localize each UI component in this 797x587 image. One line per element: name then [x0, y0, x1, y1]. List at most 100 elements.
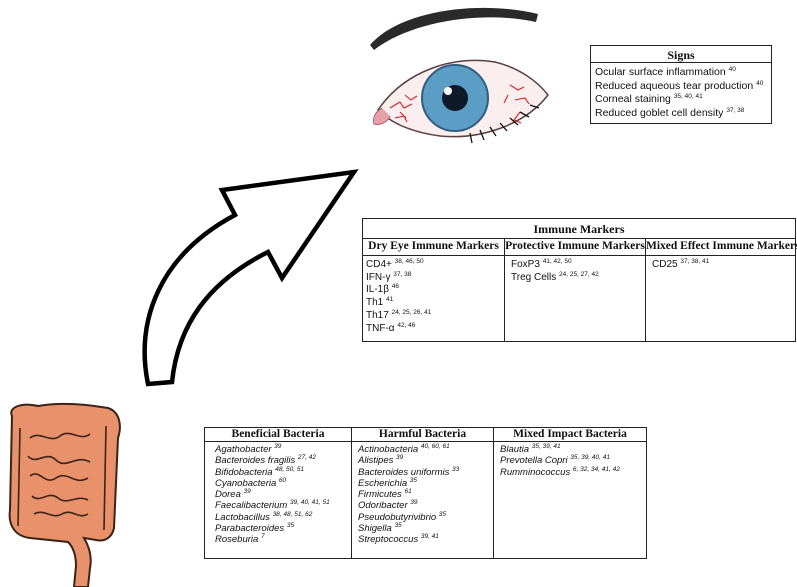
list-item: Prevotella Copri 35, 39, 40, 41 [500, 455, 646, 467]
item-label: Actinobacteria [358, 444, 419, 455]
item-label: FoxP3 [511, 259, 540, 270]
eye-icon [370, 7, 549, 144]
item-label: Prevotella Copri [500, 455, 568, 467]
eyebrow [370, 7, 538, 50]
intestine-coils [17, 425, 107, 531]
immune-markers-title: Immune Markers [363, 219, 795, 239]
item-label: Pseudobutyrivibrio [358, 511, 437, 523]
list-item: TNF-α 42, 46 [366, 322, 504, 336]
list-item: Firmicutes 61 [358, 488, 493, 500]
citation-refs: 39, 41 [420, 533, 439, 541]
citation-refs: 27, 42 [297, 454, 316, 462]
citation-refs: 24, 25, 26, 41 [391, 308, 432, 316]
list-item: Roseburia 7 [215, 534, 351, 546]
item-label: Th17 [366, 309, 389, 321]
item-label: Streptococcus [358, 534, 419, 546]
citation-refs: 40, 60, 61 [420, 443, 450, 450]
harmful-bacteria-column: Harmful Bacteria Actinobacteria 40, 60, … [351, 428, 493, 558]
protective-markers-column: Protective Immune Markers FoxP3 41, 42, … [504, 239, 645, 341]
eye-highlight [444, 87, 452, 95]
item-label: Alistipes [358, 455, 394, 467]
signs-title: Signs [591, 46, 771, 63]
item-label: Lactobacillus [215, 511, 270, 523]
item-label: IL-1β [366, 284, 389, 296]
list-item: IFN-γ 37, 38 [366, 270, 504, 285]
item-label: CD4+ [366, 259, 392, 270]
list-item: Ocular surface inflammation 40 [595, 66, 771, 80]
immune-markers-box: Immune Markers Dry Eye Immune Markers CD… [362, 218, 797, 342]
curved-arrow-icon [142, 169, 359, 387]
list-item: CD25 37, 38, 41 [652, 258, 795, 272]
list-item: Dorea 39 [215, 488, 351, 501]
list-item: Bacteroides uniformis 33 [358, 465, 493, 478]
list-item: Faecalibacterium 39, 40, 41, 51 [215, 499, 351, 512]
citation-refs: 39 [396, 454, 404, 462]
item-label: Faecalibacterium [215, 500, 288, 512]
item-label: Dorea [215, 489, 241, 501]
citation-refs: 46 [391, 283, 399, 291]
list-item: Agathobacter 39 [215, 443, 351, 455]
citation-refs: 48, 50, 51 [275, 465, 305, 473]
citation-refs: 33 [452, 465, 460, 473]
list-item: Odoribacter 39 [358, 499, 493, 512]
item-label: Corneal staining [595, 93, 671, 105]
column-header: Mixed Impact Bacteria [494, 428, 646, 442]
citation-refs: 61 [404, 488, 412, 496]
list-item: Parabacteroides 35 [215, 522, 351, 535]
citation-refs: 24, 25, 27, 42 [558, 270, 599, 278]
citation-refs: 38, 48, 51, 62 [272, 510, 313, 518]
list-item: Th17 24, 25, 26, 41 [366, 308, 504, 323]
bacteria-list: Blautia 35, 39, 41 Prevotella Copri 35, 3… [494, 442, 646, 478]
citation-refs: 39, 40, 41, 51 [289, 499, 330, 507]
citation-refs: 35 [286, 522, 295, 530]
column-header: Protective Immune Markers [505, 239, 645, 256]
item-label: Bacteroides uniformis [358, 466, 450, 478]
list-item: Lactobacillus 38, 48, 51, 62 [215, 510, 351, 523]
citation-refs: 6, 32, 34, 41, 42 [572, 465, 620, 473]
intestine-icon [8, 402, 121, 587]
citation-refs: 35, 39, 41 [531, 443, 561, 450]
list-item: Corneal staining 35, 40, 41 [595, 93, 771, 107]
item-label: Bifidobacteria [215, 466, 273, 478]
citation-refs: 39 [410, 499, 418, 507]
list-item: Treg Cells 24, 25, 27, 42 [511, 270, 645, 285]
item-label: Rumminococcus [500, 466, 571, 478]
citation-refs: 35 [438, 510, 447, 518]
list-item: CD4+ 38, 46, 50 [366, 258, 504, 272]
item-label: Agathobacter [215, 444, 272, 455]
citation-refs: 40 [756, 79, 764, 87]
citation-refs: 37, 38 [726, 106, 745, 114]
item-label: CD25 [652, 259, 678, 270]
citation-refs: 39 [274, 443, 282, 450]
citation-refs: 60 [278, 476, 287, 484]
citation-refs: 35 [394, 522, 402, 530]
list-item: FoxP3 41, 42, 50 [511, 258, 645, 272]
citation-refs: 37, 38 [393, 270, 412, 278]
citation-refs: 41, 42, 50 [542, 258, 572, 265]
mixed-impact-bacteria-column: Mixed Impact Bacteria Blautia 35, 39, 41… [493, 428, 646, 558]
list-item: Th1 41 [366, 296, 504, 310]
item-label: Reduced goblet cell density [595, 106, 724, 119]
item-label: Reduced aqueous tear production [595, 79, 754, 92]
list-item: Pseudobutyrivibrio 35 [358, 510, 493, 523]
item-label: Blautia [500, 444, 530, 455]
column-header: Dry Eye Immune Markers [363, 239, 504, 256]
column-header: Mixed Effect Immune Markers [646, 239, 797, 256]
list-item: Rumminococcus 6, 32, 34, 41, 42 [500, 465, 646, 478]
list-item: Bifidobacteria 48, 50, 51 [215, 465, 351, 478]
eyelashes [469, 104, 540, 144]
mixed-effect-markers-column: Mixed Effect Immune Markers CD25 37, 38,… [645, 239, 797, 341]
column-header: Harmful Bacteria [352, 428, 493, 442]
item-label: Parabacteroides [215, 523, 285, 535]
list-item: Bacteroides fragilis 27, 42 [215, 454, 351, 467]
list-item: Reduced goblet cell density 37, 38 [595, 107, 771, 121]
item-label: Ocular surface inflammation [595, 66, 726, 78]
